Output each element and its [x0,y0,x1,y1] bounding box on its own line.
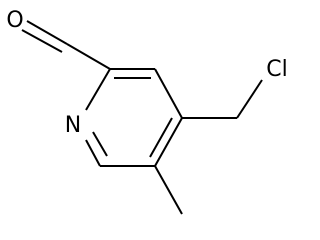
atom-label-oxygen: O [6,8,23,33]
atom-label-nitrogen: N [65,113,81,138]
bond-ch2-cl [236,79,263,119]
bond-methyl [154,165,183,215]
bond-c4-c5 [154,117,183,167]
bond-c6-n-inner [92,131,108,157]
bonds [21,20,263,215]
bond-c2-n [85,68,111,111]
bond-c3-c4 [154,68,183,119]
atom-labels: O N Cl [6,8,287,138]
bond-c6-n [85,139,101,167]
bond-carbonyl-1 [26,20,68,45]
bond-c4-c5-inner [149,117,173,158]
atom-label-chlorine: Cl [266,57,287,82]
chemical-structure: O N Cl [6,8,288,215]
bond-aldehyde-ring [66,43,111,70]
bond-carbonyl-2 [21,29,63,53]
